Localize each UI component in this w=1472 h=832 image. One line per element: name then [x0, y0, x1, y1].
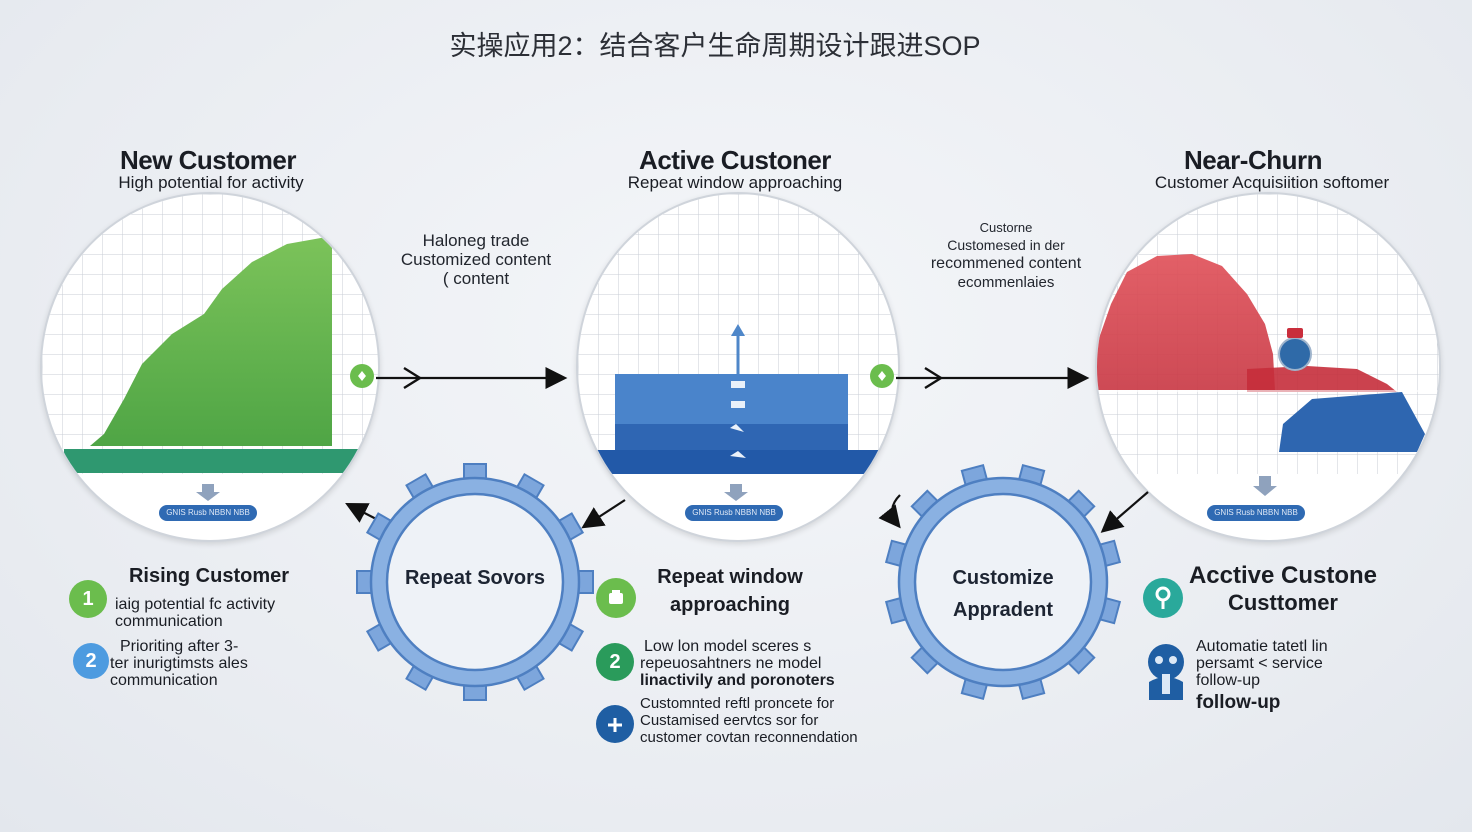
active-item-bold: follow-up: [1196, 692, 1281, 713]
churn-red-area: [1097, 254, 1275, 390]
rising-item-1: iaig potential fc activity communication: [115, 596, 345, 630]
stage-pill-new-customer[interactable]: GNIS Rusb NBBN NBB: [159, 505, 257, 521]
window-badge-icon: [596, 578, 636, 618]
connector-text-2: Custorne Customesed in der recommened co…: [908, 219, 1104, 292]
connector-2-line-4: ecommenlaies: [957, 274, 1055, 291]
gear-label-repeat: Repeat Sovors: [404, 567, 546, 589]
down-arrow-icon: [1253, 476, 1277, 496]
repeat-window-line-1: Repeat window: [657, 566, 803, 588]
repeat-item-1-line-3: linactivily and poronoters: [640, 672, 835, 689]
stage-pill-near-churn[interactable]: GNIS Rusb NBBN NBB: [1207, 505, 1305, 521]
arrow-to-active-customer: [1100, 491, 1149, 533]
stage-pill-active-customer[interactable]: GNIS Rusb NBBN NBB: [685, 505, 783, 521]
badge-1-icon: 1: [69, 580, 107, 618]
up-arrow-icon: [731, 324, 745, 336]
gear-label-customize: Customize Appradent: [918, 562, 1088, 626]
connector-2-line-1: Custorne: [979, 220, 1033, 235]
rising-item-2-line-3: communication: [110, 672, 218, 689]
repeat-item-2-line-3: customer covtan reconnendation: [640, 729, 858, 746]
gear-label-customize-line-2: Appradent: [953, 599, 1053, 621]
active-customer-line-2: Custtomer: [1227, 590, 1338, 615]
repeat-window-line-2: approaching: [669, 594, 790, 616]
connector-1-line-2: Customized content: [400, 250, 552, 269]
repeat-item-2-line-1: Customnted reftl proncete for: [640, 695, 835, 712]
badge-2-icon: 2: [73, 643, 109, 679]
key-badge-icon: [1143, 578, 1183, 618]
green-base-bar: [64, 449, 360, 473]
stage-circle-new-customer: [40, 192, 380, 542]
repeat-item-1-line-2: repeuosahtners ne model: [640, 655, 822, 672]
stage-subtitle-active-customer: Repeat window approaching: [627, 173, 843, 192]
connector-text-1: Haloneg trade Customized content ( conte…: [385, 231, 567, 288]
active-item-line-3: follow-up: [1196, 672, 1261, 689]
down-arrow-icon: [196, 484, 220, 501]
arrow-to-repeat-window: [581, 499, 626, 529]
section-title-rising: Rising Customer: [128, 565, 290, 587]
connector-1-line-3: ( content: [442, 269, 510, 288]
repeat-item-1: Low lon model sceres s repeuosahtners ne…: [640, 638, 890, 689]
stage-circle-near-churn: [1095, 192, 1441, 542]
stage-title-near-churn: Near-Churn: [1183, 145, 1323, 175]
stage-title-active-customer: Active Custoner: [639, 145, 831, 175]
active-customer-line-1: Acctive Custone: [1188, 562, 1378, 589]
repeat-item-1-line-1: Low lon model sceres s: [644, 638, 812, 655]
connector-2-line-3: recommened content: [930, 255, 1082, 272]
active-item-line-1: Automatie tatetl lin: [1196, 638, 1328, 655]
gear-repeat: [356, 463, 594, 701]
connector-1-line-1: Haloneg trade: [422, 231, 530, 250]
active-customer-item: Automatie tatetl lin persamt < service f…: [1196, 638, 1396, 713]
section-title-repeat-window: Repeat window approaching: [640, 563, 820, 619]
growth-area-chart: [90, 236, 332, 446]
gear-customize: [884, 463, 1122, 701]
down-arrow-icon: [724, 484, 748, 501]
rising-item-2-line-1: Prioriting after 3-: [120, 638, 239, 655]
repeat-item-2: Customnted reftl proncete for Custamised…: [640, 695, 900, 746]
section-title-active-customer: Acctive Custone Custtomer: [1180, 562, 1386, 616]
support-agent-icon: [1143, 642, 1189, 700]
active-item-line-2: persamt < service: [1196, 655, 1323, 672]
gear-label-customize-line-1: Customize: [952, 567, 1054, 589]
stage-title-new-customer: New Customer: [119, 145, 297, 175]
rising-item-2: Prioriting after 3- ter inurigtimsts ale…: [110, 638, 340, 689]
badge-2-green-icon: 2: [596, 643, 634, 681]
badge-3-icon: [596, 705, 634, 743]
repeat-item-2-line-2: Custamised eervtcs sor for: [640, 712, 819, 729]
page-title: 实操应用2：结合客户生命周期设计跟进SOP: [449, 31, 981, 61]
stage-subtitle-new-customer: High potential for activity: [118, 173, 304, 192]
connector-2-line-2: Customesed in der: [947, 237, 1065, 253]
rising-item-1-line-1: iaig potential fc activity: [115, 596, 276, 613]
stage-circle-active-customer: [576, 192, 900, 542]
churn-red-tail: [1247, 366, 1397, 392]
stage-subtitle-near-churn: Customer Acquisiition softomer: [1154, 173, 1390, 192]
arrow-gear2-loop: [878, 494, 901, 529]
rising-item-1-line-2: communication: [115, 613, 223, 630]
rising-item-2-line-2: ter inurigtimsts ales: [110, 655, 248, 672]
churn-blue-block: [1279, 392, 1425, 452]
